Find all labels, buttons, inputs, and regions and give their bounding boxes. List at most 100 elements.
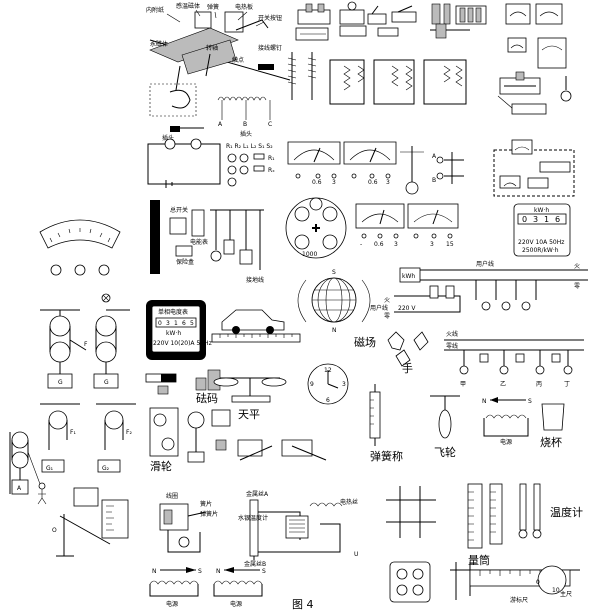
r-label: R₁ xyxy=(268,155,275,162)
temp-magnet-label: 感温磁体 xyxy=(176,2,200,10)
weights-label: 砝码 xyxy=(196,391,218,405)
kwh-rev: 2500R/kW·h xyxy=(522,247,559,254)
pulleys-left: G F G xyxy=(40,293,130,389)
lab-devices-small xyxy=(211,409,327,461)
relay-u: U xyxy=(354,551,358,558)
relay-wire-b: 金属丝B xyxy=(244,560,266,568)
neutral-wire-label: 零线 xyxy=(446,342,458,350)
scale-m2: 3 xyxy=(332,179,336,186)
sol1-n: N xyxy=(152,568,157,575)
fuse-box-label: 保险盒 xyxy=(176,258,194,266)
scale-m6: 0.6 xyxy=(374,241,384,248)
balance-label: 天平 xyxy=(238,408,260,421)
flywheel-label: 飞轮 xyxy=(434,445,456,459)
caliper-ten: 10 xyxy=(552,587,560,594)
meter-digit-1: 0 xyxy=(158,320,162,327)
clock-9: 9 xyxy=(310,381,314,388)
lamp-ding: 丁 xyxy=(564,381,570,388)
wiring-neutral-2: 零 xyxy=(384,313,390,320)
bell-spring: 簧片 xyxy=(200,500,212,508)
car-ruler xyxy=(211,309,301,343)
bell-arm: 弹簧片 xyxy=(200,510,218,518)
plug-label-1: 插头 xyxy=(162,134,174,142)
scale-m8: 3 xyxy=(430,241,434,248)
experiment-bench xyxy=(493,139,575,197)
scale-m3: 0.6 xyxy=(368,179,378,186)
thermometers: 温度计 xyxy=(518,483,583,539)
power-label-mid: 电源 xyxy=(500,438,512,446)
hanging-objects: A B xyxy=(400,146,464,195)
clock-6: 6 xyxy=(326,397,330,404)
screw-label: 接线螺钉 xyxy=(258,44,282,52)
socket xyxy=(389,561,431,603)
caliper-zero: 0 xyxy=(536,579,540,586)
symbol-row-1: R₁ R₂ L₁ L₂ S₁ S₂ xyxy=(226,143,273,150)
thermostat-diagram: 内附纸 感温磁体 弹簧 电热板 开关按钮 永磁体 转轴 接线螺钉 触点 xyxy=(146,2,291,91)
lever: O xyxy=(52,487,129,557)
clock-12: 12 xyxy=(324,367,332,374)
meter-unit: kW·h xyxy=(166,330,181,337)
caliper-main: 主尺 xyxy=(560,590,572,598)
scale-m7: 3 xyxy=(394,241,398,248)
kwh-digit-3: 1 xyxy=(544,215,549,224)
meter-title: 单相电度表 xyxy=(158,308,188,316)
switch-button-label: 开关按钮 xyxy=(258,14,282,22)
lamp-circuit xyxy=(147,138,221,188)
meter-digit-3: 1 xyxy=(174,320,178,327)
scale-m4: 3 xyxy=(386,179,390,186)
sol1-s: S xyxy=(198,568,202,575)
beaker: 烧杯 xyxy=(540,403,565,449)
meter-digit-4: 6 xyxy=(182,320,186,327)
pulleys-f1-f2: F₁ F₂ G₁ G₂ xyxy=(40,403,136,473)
apparatus-row-top xyxy=(295,1,567,69)
globe-n: S xyxy=(332,269,336,276)
electric-bell: 线圈 簧片 弹簧片 xyxy=(159,492,218,553)
heating-plate-label: 电热板 xyxy=(235,3,253,11)
pulley-f-left: F xyxy=(84,341,88,348)
wiring-neutral: 零 xyxy=(574,283,580,290)
hand-label: 手 xyxy=(402,361,413,375)
sol2-n: N xyxy=(216,568,221,575)
relay-heater: 电热丝 xyxy=(340,498,358,506)
lamp-yi: 乙 xyxy=(500,381,506,388)
plug-label-2: 插头 xyxy=(240,130,252,138)
pulley-g1: G₁ xyxy=(46,465,54,472)
relay-wire-a: 金属丝A xyxy=(246,490,269,498)
solenoids-bottom: N S 电源 N S 电源 xyxy=(149,567,266,608)
meter-dials-row2: - 0.6 3 3 15 xyxy=(355,203,459,248)
permanent-magnet-label: 永磁体 xyxy=(150,40,168,48)
wiring-live-2: 火 xyxy=(384,297,390,304)
energy-meter-left: 单相电度表 0 3 1 6 5 kW·h 220V 10(20)A 50Hz xyxy=(146,300,212,360)
meter-digit-2: 3 xyxy=(166,320,170,327)
meter-spec: 220V 10(20)A 50Hz xyxy=(153,340,212,347)
kwh-digit-1: 0 xyxy=(522,215,527,224)
scale-m9: 15 xyxy=(446,241,454,248)
coil-tap-b: B xyxy=(243,121,247,128)
spring-label: 弹簧 xyxy=(207,3,219,11)
clock-3: 3 xyxy=(342,381,346,388)
analog-dial-gauge xyxy=(39,219,121,276)
household-wiring-left: 总开关 电能表 保险盒 接地线 xyxy=(150,200,264,284)
spring-scale: 弹簧称 xyxy=(369,384,403,463)
coil-tap-c: C xyxy=(268,121,272,128)
ground-label: 接地线 xyxy=(246,276,264,284)
magnetic-field-globe: S N 磁场 xyxy=(297,269,376,349)
scale-m1: 0.6 xyxy=(312,179,322,186)
magnet-and-power: N S 电源 xyxy=(482,397,532,446)
clock: 12 3 6 9 xyxy=(307,363,349,405)
pulley-g-left: G xyxy=(58,379,63,386)
beaker-label: 烧杯 xyxy=(540,435,562,449)
pulley-g2: G₂ xyxy=(102,465,110,472)
household-wiring-right: kWh 用户线 火 零 火 零 用户线 220 V xyxy=(370,260,588,320)
lamp-bing: 丙 xyxy=(536,381,542,388)
symbol-table: R₁ R₂ L₁ L₂ S₁ S₂ R₁ Rₓ xyxy=(226,143,275,187)
weights: 砝码 xyxy=(145,369,221,405)
wiring-live: 火 xyxy=(574,263,580,270)
sol1-power: 电源 xyxy=(166,600,178,608)
cylinder-label: 量筒 xyxy=(468,553,490,567)
hand-touch: 手 xyxy=(387,331,429,375)
figure-caption: 图 4 xyxy=(292,598,314,611)
rx-label: Rₓ xyxy=(268,167,275,174)
wiring-voltage: 220 V xyxy=(398,305,416,312)
